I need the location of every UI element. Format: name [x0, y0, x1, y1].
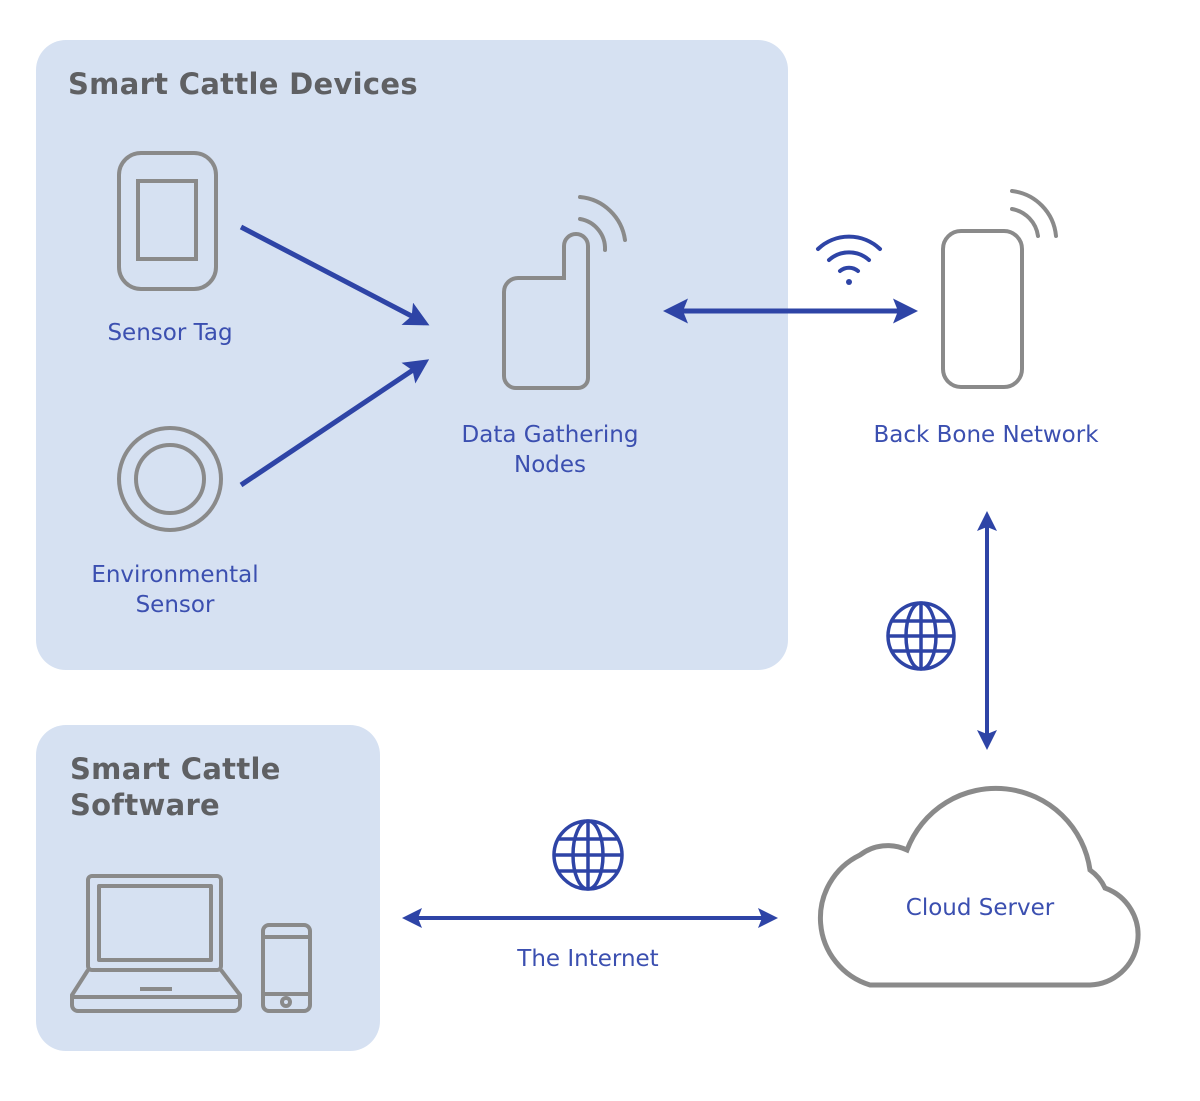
data-gathering-nodes-label-line-1: Data Gathering: [461, 422, 639, 448]
smart-cattle-devices-group: Smart Cattle Devices: [36, 40, 788, 670]
environmental-sensor-label-line-2: Sensor: [135, 592, 215, 618]
software-title-line-2: Software: [70, 788, 221, 822]
arrow-sensor-tag-to-nodes: [239, 224, 430, 326]
data-gathering-nodes-label-line-2: Nodes: [513, 452, 586, 478]
globe-icon: [886, 601, 956, 671]
wifi-icon: [816, 234, 882, 285]
radio-device-icon: [502, 195, 627, 390]
cloud-server-label: Cloud Server: [905, 895, 1055, 921]
laptop-icon: [70, 874, 242, 1013]
sensor-tag-label: Sensor Tag: [107, 320, 233, 346]
environmental-sensor-label-line-1: Environmental: [91, 562, 259, 588]
devices-group-title: Smart Cattle Devices: [68, 67, 418, 101]
software-title-line-1: Smart Cattle: [70, 752, 281, 786]
globe-icon: [552, 819, 624, 891]
software-group-title: Smart Cattle Software: [70, 751, 281, 823]
cloud-icon: [817, 785, 1141, 988]
the-internet-label: The Internet: [517, 946, 659, 972]
tag-icon: [117, 151, 218, 291]
data-gathering-nodes-label: Data Gathering Nodes: [440, 420, 660, 480]
arrow-environmental-to-nodes: [239, 359, 430, 488]
ring-sensor-icon: [117, 426, 223, 532]
network-device-icon: [941, 189, 1058, 389]
environmental-sensor-label: Environmental Sensor: [70, 560, 280, 620]
smartphone-icon: [261, 923, 312, 1013]
back-bone-network-label: Back Bone Network: [873, 422, 1099, 448]
